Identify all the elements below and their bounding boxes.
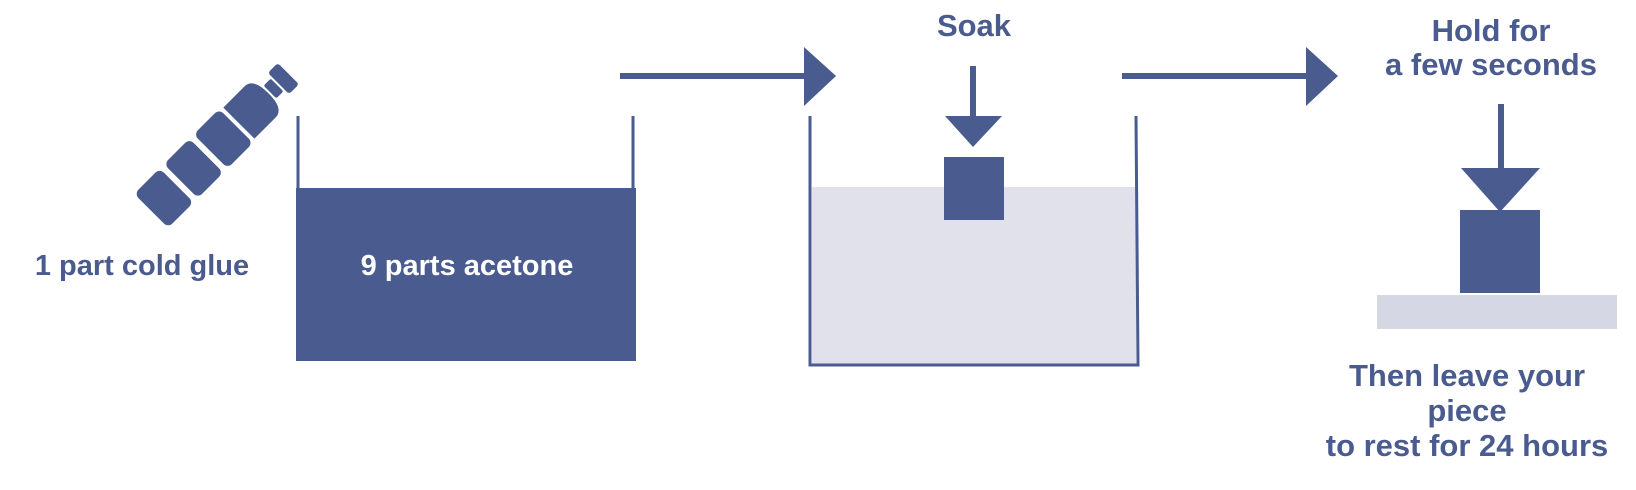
held-piece — [1460, 210, 1540, 293]
arrow-right-icon — [620, 47, 836, 106]
acetone-liquid — [296, 188, 636, 361]
soak-label: Soak — [937, 8, 1012, 43]
hold-label-line1: Hold for — [1432, 13, 1551, 48]
rest-label-line1: Then leave your — [1349, 358, 1585, 393]
acetone-label: 9 parts acetone — [361, 250, 574, 282]
acetone-container — [296, 116, 636, 361]
hold-label-line2: a few seconds — [1385, 47, 1597, 82]
glue-bottle-icon — [136, 64, 298, 226]
glue-label: 1 part cold glue — [35, 250, 249, 282]
soak-container-walls — [808, 115, 1140, 367]
soaking-piece — [944, 157, 1004, 220]
rest-label-line3: to rest for 24 hours — [1326, 428, 1609, 463]
resting-surface — [1377, 295, 1617, 329]
arrow-down-icon — [945, 66, 1002, 147]
arrow-right-icon — [1122, 47, 1338, 106]
rest-label-line2: piece — [1427, 393, 1506, 428]
soak-container — [808, 115, 1140, 367]
arrow-down-icon — [1461, 104, 1540, 212]
